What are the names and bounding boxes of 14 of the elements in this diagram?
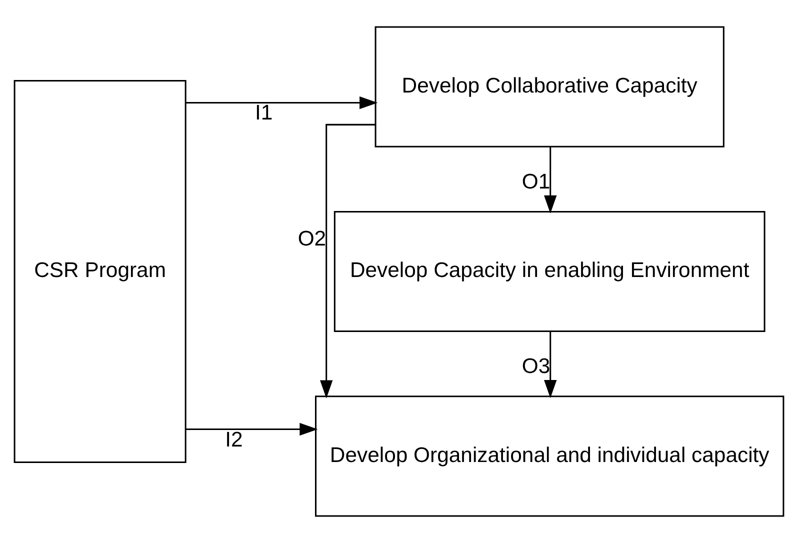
node-box: CSR Program — [14, 80, 186, 463]
edge-label: O3 — [522, 355, 550, 378]
node-box: Develop Collaborative Capacity — [374, 26, 724, 148]
edge-label: O1 — [522, 170, 550, 194]
arrow — [186, 422, 318, 436]
node-box: Develop Capacity in enabling Environment — [334, 210, 766, 332]
arrow — [544, 331, 557, 398]
node-box: Develop Organizational and individual capacity — [315, 396, 784, 517]
edge-label: I2 — [225, 428, 243, 452]
arrow — [320, 124, 376, 398]
edge-label: I1 — [255, 102, 273, 125]
arrow — [186, 96, 378, 110]
edge-label: O2 — [298, 227, 326, 250]
arrow — [544, 146, 557, 214]
